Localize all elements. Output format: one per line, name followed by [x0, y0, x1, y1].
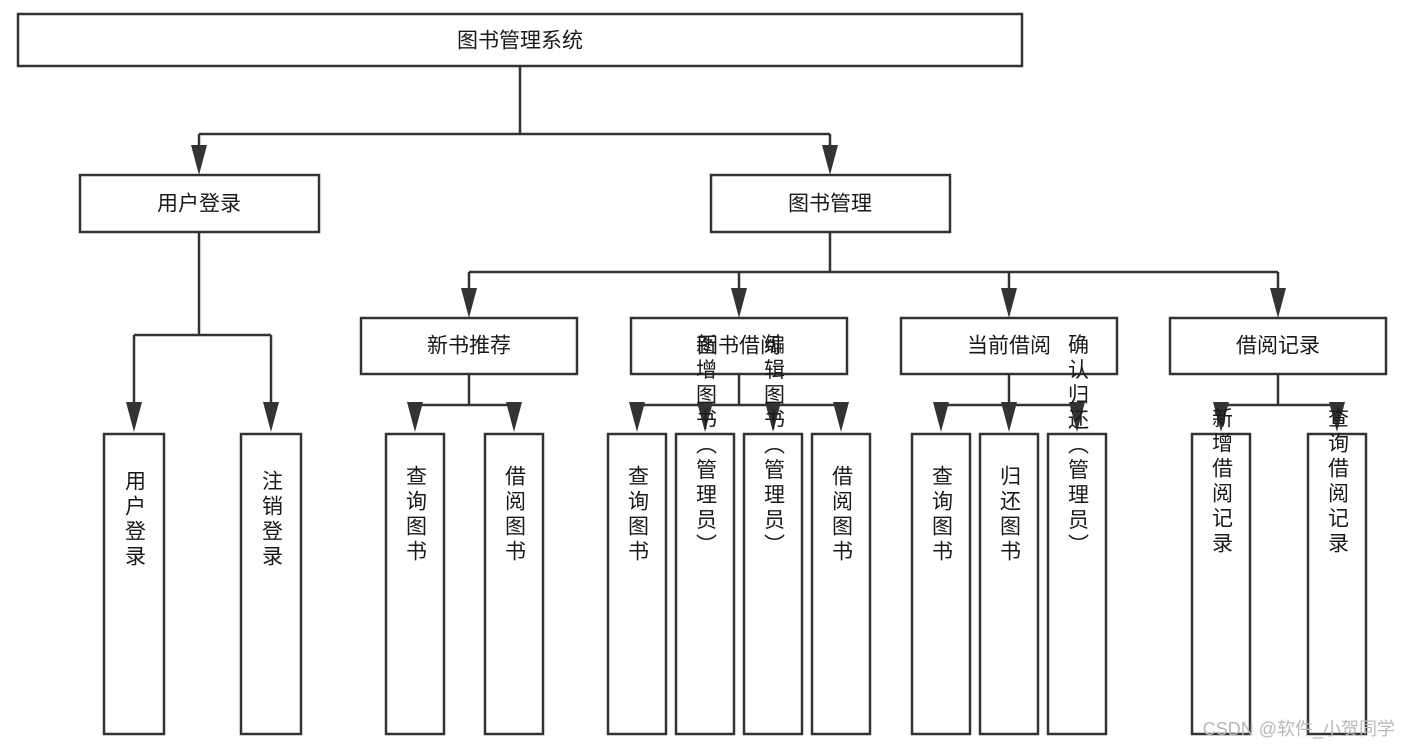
node-leaf-query-book-1[interactable]: 查询图书	[384, 432, 446, 736]
node-leaf-user-login[interactable]: 用户登录	[102, 432, 166, 736]
current-borrow-label: 当前借阅	[967, 335, 1051, 358]
leaf-query-book-1-box	[384, 432, 446, 736]
connector-layer	[126, 66, 1345, 432]
arrow-head-book-borrow	[731, 288, 747, 318]
leaf-query-record-label: 查询借阅记录	[1326, 407, 1350, 557]
arrow-head-leaf-query-book-3	[933, 402, 949, 432]
arrow-head-leaf-logout-login	[263, 402, 279, 432]
node-leaf-logout-login[interactable]: 注销登录	[239, 432, 303, 736]
node-leaf-edit-book[interactable]: 编辑图书（管理员）	[742, 334, 804, 736]
arrow-head-leaf-user-login	[126, 402, 142, 432]
leaf-logout-login-box	[239, 432, 303, 736]
leaf-edit-book-box	[742, 432, 804, 736]
leaf-confirm-return-box	[1046, 432, 1108, 736]
leaf-query-book-3-box	[910, 432, 972, 736]
arrow-head-leaf-query-book-1	[407, 402, 423, 432]
user-login-label: 用户登录	[157, 193, 241, 216]
node-leaf-borrow-book-2[interactable]: 借阅图书	[810, 432, 872, 736]
arrow-head-leaf-query-book-2	[629, 402, 645, 432]
new-book-recommend-box	[359, 316, 579, 376]
leaf-logout-login-label: 注销登录	[260, 470, 284, 570]
leaf-edit-book-label: 编辑图书（管理员）	[762, 334, 786, 559]
leaf-borrow-book-1-label: 借阅图书	[503, 465, 527, 565]
leaf-add-book-box	[674, 432, 736, 736]
leaf-borrow-book-1-box	[483, 432, 545, 736]
node-leaf-borrow-book-1[interactable]: 借阅图书	[483, 432, 545, 736]
node-current-borrow[interactable]: 当前借阅	[899, 316, 1119, 376]
node-borrow-record[interactable]: 借阅记录	[1168, 316, 1388, 376]
book-borrow-label: 图书借阅	[697, 335, 781, 358]
node-leaf-query-record[interactable]: 查询借阅记录	[1306, 407, 1368, 736]
arrow-head-leaf-borrow-book-1	[506, 402, 522, 432]
node-leaf-query-book-2[interactable]: 查询图书	[606, 432, 668, 736]
arrow-head-leaf-edit-book	[765, 402, 781, 432]
book-management-label: 图书管理	[788, 193, 872, 216]
leaf-return-book-label: 归还图书	[998, 465, 1022, 565]
arrow-head-borrow-record	[1270, 288, 1286, 318]
leaf-user-login-label: 用户登录	[123, 470, 147, 570]
node-root[interactable]: 图书管理系统	[16, 12, 1024, 68]
arrow-head-new-book-recommend	[461, 288, 477, 318]
node-leaf-confirm-return[interactable]: 确认归还（管理员）	[1046, 334, 1108, 736]
node-book-borrow[interactable]: 图书借阅	[629, 316, 849, 376]
leaf-query-book-1-label: 查询图书	[404, 465, 428, 565]
current-borrow-box	[899, 316, 1119, 376]
root-box	[16, 12, 1024, 68]
leaf-query-record-box	[1306, 432, 1368, 736]
node-leaf-add-book[interactable]: 新增图书（管理员）	[674, 334, 736, 736]
node-leaf-query-book-3[interactable]: 查询图书	[910, 432, 972, 736]
node-user-login[interactable]: 用户登录	[78, 173, 321, 234]
leaf-query-book-2-label: 查询图书	[626, 465, 650, 565]
leaf-borrow-book-2-box	[810, 432, 872, 736]
user-login-box	[78, 173, 321, 234]
arrow-head-leaf-add-book	[697, 402, 713, 432]
arrow-head-leaf-borrow-book-2	[833, 402, 849, 432]
leaf-add-record-label: 新增借阅记录	[1210, 407, 1234, 557]
node-leaf-return-book[interactable]: 归还图书	[978, 432, 1040, 736]
leaf-borrow-book-2-label: 借阅图书	[830, 465, 854, 565]
arrow-head-user-login	[191, 145, 207, 175]
leaf-user-login-box	[102, 432, 166, 736]
arrow-head-leaf-query-record	[1329, 402, 1345, 432]
node-book-management[interactable]: 图书管理	[709, 173, 952, 234]
new-book-recommend-label: 新书推荐	[427, 335, 511, 358]
borrow-record-box	[1168, 316, 1388, 376]
book-management-box	[709, 173, 952, 234]
leaf-return-book-box	[978, 432, 1040, 736]
arrow-head-leaf-return-book	[1001, 402, 1017, 432]
book-borrow-box	[629, 316, 849, 376]
arrow-head-book-management	[822, 145, 838, 175]
node-leaf-add-record[interactable]: 新增借阅记录	[1190, 407, 1252, 736]
arrow-head-leaf-confirm-return	[1069, 402, 1085, 432]
leaf-confirm-return-label: 确认归还（管理员）	[1066, 334, 1090, 559]
borrow-record-label: 借阅记录	[1236, 335, 1320, 358]
node-new-book-recommend[interactable]: 新书推荐	[359, 316, 579, 376]
leaf-add-record-box	[1190, 432, 1252, 736]
arrow-head-leaf-add-record	[1213, 402, 1229, 432]
arrow-head-current-borrow	[1001, 288, 1017, 318]
leaf-add-book-label: 新增图书（管理员）	[694, 334, 718, 559]
leaf-query-book-2-box	[606, 432, 668, 736]
leaf-query-book-3-label: 查询图书	[930, 465, 954, 565]
root-label: 图书管理系统	[457, 30, 583, 53]
